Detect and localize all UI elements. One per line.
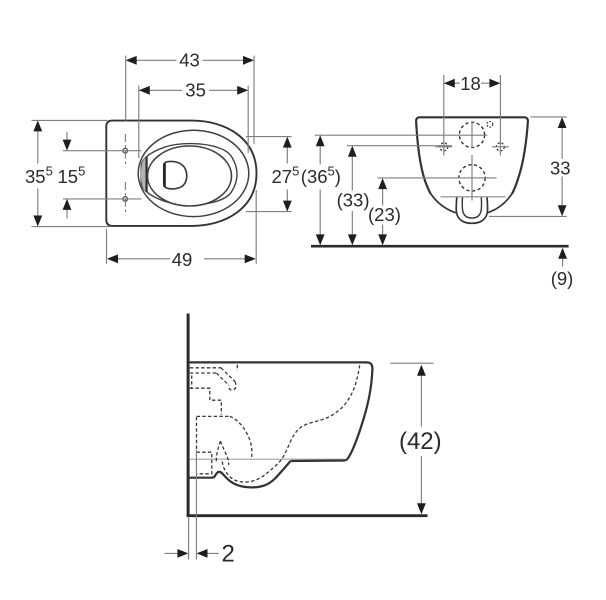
svg-text:(23): (23)	[368, 204, 401, 225]
svg-text:2: 2	[222, 541, 235, 568]
svg-text:43: 43	[179, 49, 200, 70]
svg-text:49: 49	[172, 249, 193, 270]
svg-text:(9): (9)	[551, 268, 574, 289]
svg-text:(365): (365)	[301, 164, 341, 187]
svg-text:(33): (33)	[337, 189, 370, 210]
svg-text:33: 33	[550, 157, 571, 178]
svg-text:35: 35	[185, 80, 206, 101]
svg-text:(42): (42)	[399, 428, 442, 455]
svg-text:18: 18	[460, 73, 481, 94]
